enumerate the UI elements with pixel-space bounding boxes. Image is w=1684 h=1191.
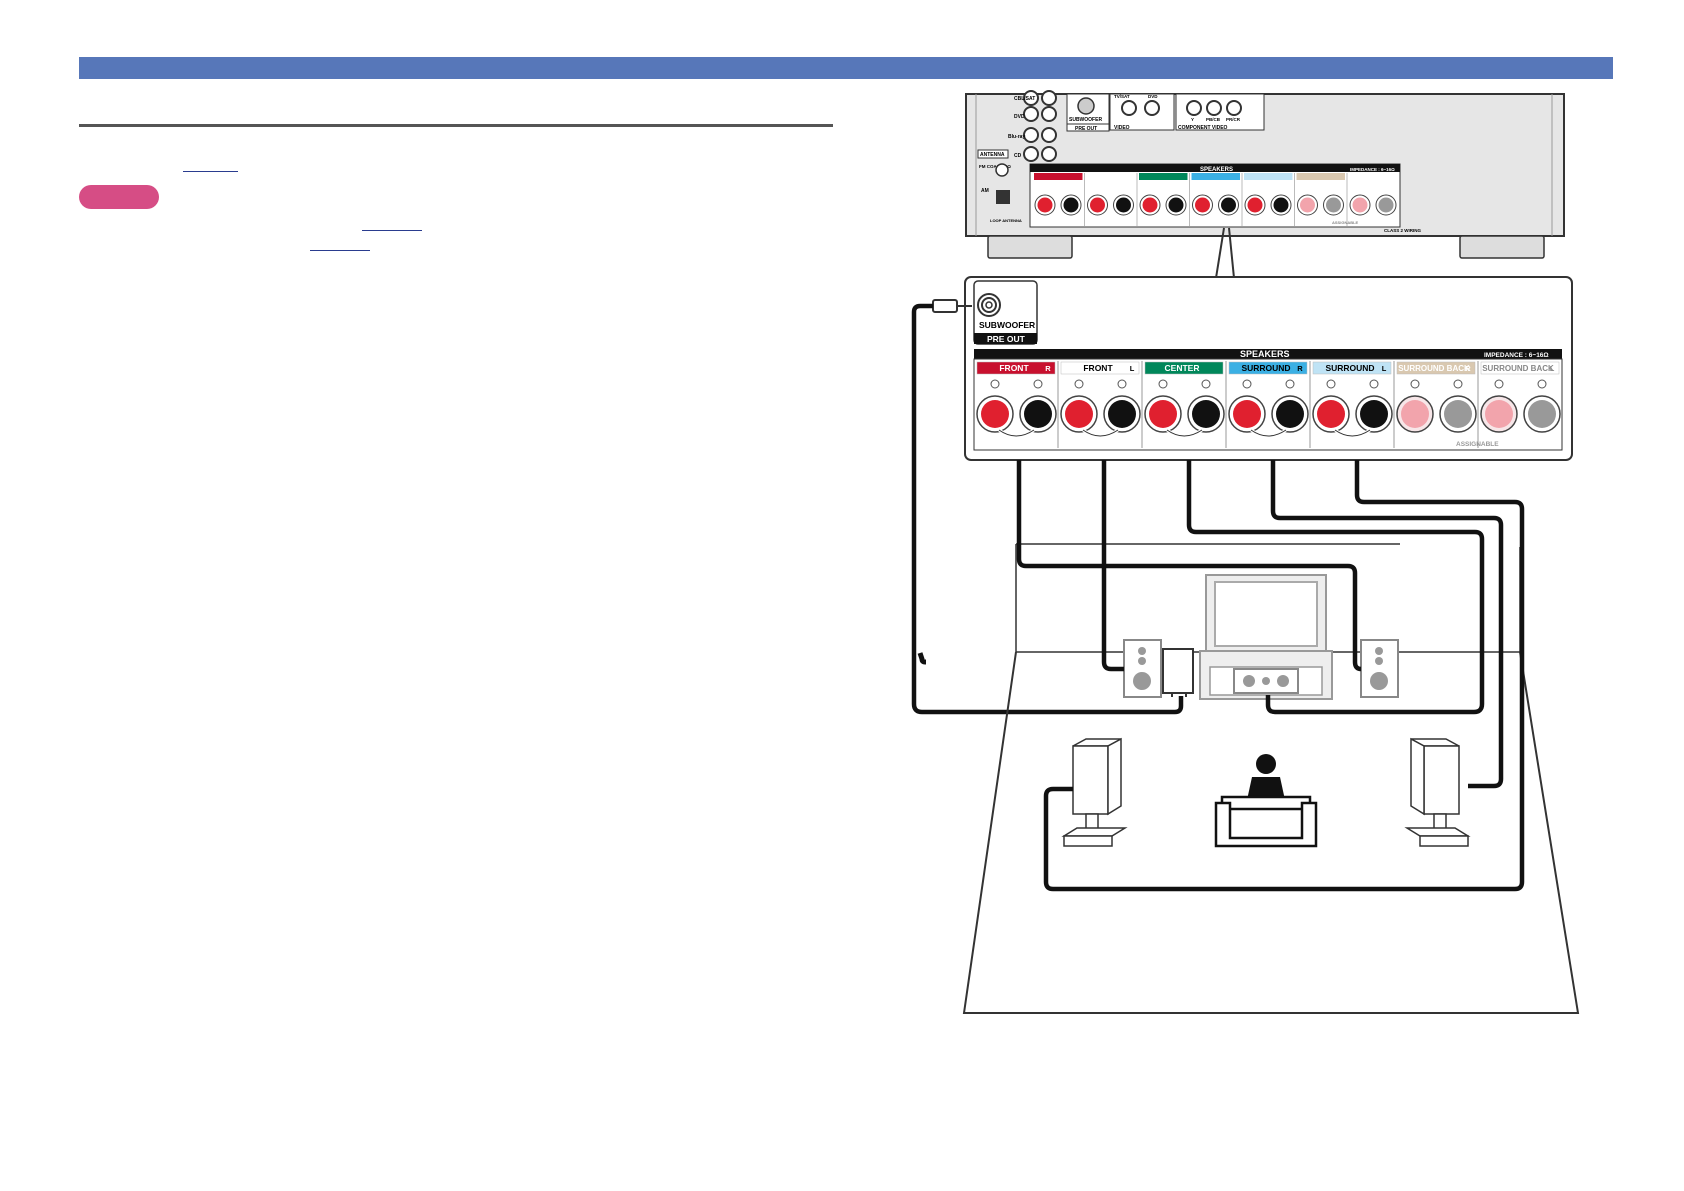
- loop-antenna-label: LOOP ANTENNA: [990, 218, 1022, 223]
- antenna-terminals: ANTENNA FM COAX. 75Ω AM LOOP ANTENNA: [977, 149, 1022, 223]
- video-label: VIDEO: [1114, 125, 1130, 131]
- small-channel-terminal-6: [1346, 173, 1398, 226]
- channel-badge-0: R: [1045, 364, 1051, 373]
- antenna-label: ANTENNA: [980, 152, 1005, 158]
- channel-label-4: SURROUND: [1325, 363, 1374, 373]
- small-channel-terminal-2: [1136, 173, 1188, 226]
- subwoofer-cable: [911, 299, 1184, 715]
- page-link-2[interactable]: [362, 229, 422, 231]
- television: [1199, 574, 1333, 700]
- component-col-pr: PR/CR: [1226, 117, 1241, 122]
- channel-terminal-6: SURROUND BACK L: [1477, 361, 1561, 448]
- impedance-label-small: IMPEDANCE : 6~16Ω: [1350, 167, 1395, 172]
- channel-badge-5: R: [1465, 364, 1471, 373]
- subwoofer-speaker: [1162, 648, 1194, 697]
- subwoofer-pre-out-small: SUBWOOFER PRE OUT: [1066, 93, 1110, 132]
- subwoofer-label: SUBWOOFER: [979, 320, 1035, 330]
- component-col-pb: PB/CB: [1206, 117, 1221, 122]
- component-col-y: Y: [1191, 117, 1194, 122]
- channel-label-0: FRONT: [999, 363, 1029, 373]
- speakers-label-small: SPEAKERS: [1200, 167, 1233, 173]
- page-link-1[interactable]: [183, 170, 238, 172]
- front-right-speaker: [1360, 639, 1399, 698]
- room-layout: [962, 543, 1580, 1014]
- zoom-line-left: [1215, 227, 1225, 279]
- pre-out-label: PRE OUT: [987, 334, 1026, 344]
- input-label-bluray: Blu-ray: [1008, 134, 1025, 140]
- section-rule: [79, 124, 833, 127]
- page-link-3[interactable]: [310, 249, 370, 251]
- video-col-dvd: DVD: [1148, 94, 1158, 99]
- video-col-tvsat: TV/SAT: [1114, 94, 1130, 99]
- assignable-label-small: ASSIGNABLE: [1332, 220, 1359, 225]
- channel-label-6: SURROUND BACK: [1482, 364, 1554, 373]
- fm-label: FM COAX. 75Ω: [979, 164, 1011, 169]
- channel-terminal-5: SURROUND BACK R: [1393, 361, 1477, 448]
- input-label-cblsat: CBL/SAT: [1014, 96, 1035, 102]
- speakers-header: [974, 349, 1562, 359]
- channel-badge-4: L: [1382, 364, 1387, 373]
- audio-input-jacks: CBL/SAT DVD Blu-ray CD: [1008, 90, 1057, 162]
- channel-badge-1: L: [1130, 364, 1135, 373]
- small-channel-terminal-5: [1294, 173, 1345, 226]
- channel-terminal-1: FRONT L: [1057, 361, 1141, 448]
- speaker-cables: [1016, 460, 1525, 892]
- component-video-jacks: Y PB/CB PR/CR COMPONENT VIDEO: [1175, 93, 1265, 131]
- subwoofer-label-small: SUBWOOFER: [1069, 117, 1102, 123]
- small-channel-terminal-3: [1189, 173, 1240, 226]
- channel-terminal-2: CENTER: [1141, 361, 1225, 448]
- receiver-rear-panel: CBL/SAT DVD Blu-ray CD ANTENNA FM COAX. …: [965, 90, 1565, 259]
- receiver-foot-left: [987, 235, 1073, 259]
- channel-terminal-4: SURROUND L: [1309, 361, 1393, 448]
- impedance-label: IMPEDANCE : 6~16Ω: [1484, 352, 1549, 359]
- channel-label-3: SURROUND: [1241, 363, 1290, 373]
- channel-label-5: SURROUND BACK: [1398, 364, 1470, 373]
- note-badge: [79, 185, 159, 209]
- zoom-line-right: [1228, 227, 1235, 279]
- input-label-cd: CD: [1014, 153, 1022, 159]
- channel-terminal-0: FRONT R: [976, 361, 1057, 438]
- small-channel-terminal-4: [1241, 173, 1293, 226]
- channel-label-2: CENTER: [1165, 363, 1200, 373]
- speakers-label: SPEAKERS: [1240, 349, 1290, 359]
- am-label: AM: [981, 188, 989, 194]
- pre-out-label-small: PRE OUT: [1075, 126, 1097, 132]
- header-bar: [79, 57, 1613, 79]
- front-left-speaker: [1123, 639, 1162, 698]
- listener-on-sofa: [1214, 754, 1318, 848]
- channel-badge-3: R: [1297, 364, 1303, 373]
- small-channel-terminal-0: [1034, 173, 1083, 216]
- rca-plug: [932, 299, 958, 313]
- assignable-label: ASSIGNABLE: [1456, 441, 1499, 448]
- surround-left-speaker: [1061, 737, 1128, 847]
- small-channel-terminal-1: [1084, 173, 1135, 226]
- input-label-dvd: DVD: [1014, 114, 1025, 120]
- channel-terminal-3: SURROUND R: [1225, 361, 1309, 448]
- zoomed-terminal-panel: SUBWOOFER PRE OUT SPEAKERS IMPEDANCE : 6…: [964, 276, 1573, 461]
- receiver-foot-right: [1459, 235, 1545, 259]
- channel-badge-6: L: [1550, 364, 1555, 373]
- video-jacks: TV/SAT DVD VIDEO: [1109, 93, 1175, 131]
- surround-right-speaker: [1404, 737, 1471, 847]
- component-label: COMPONENT VIDEO: [1178, 125, 1228, 131]
- channel-label-1: FRONT: [1083, 363, 1113, 373]
- speaker-terminals-small: SPEAKERS IMPEDANCE : 6~16Ω ASSIGNABLE CL…: [1029, 163, 1422, 233]
- class2-label: CLASS 2 WIRING: [1384, 228, 1422, 233]
